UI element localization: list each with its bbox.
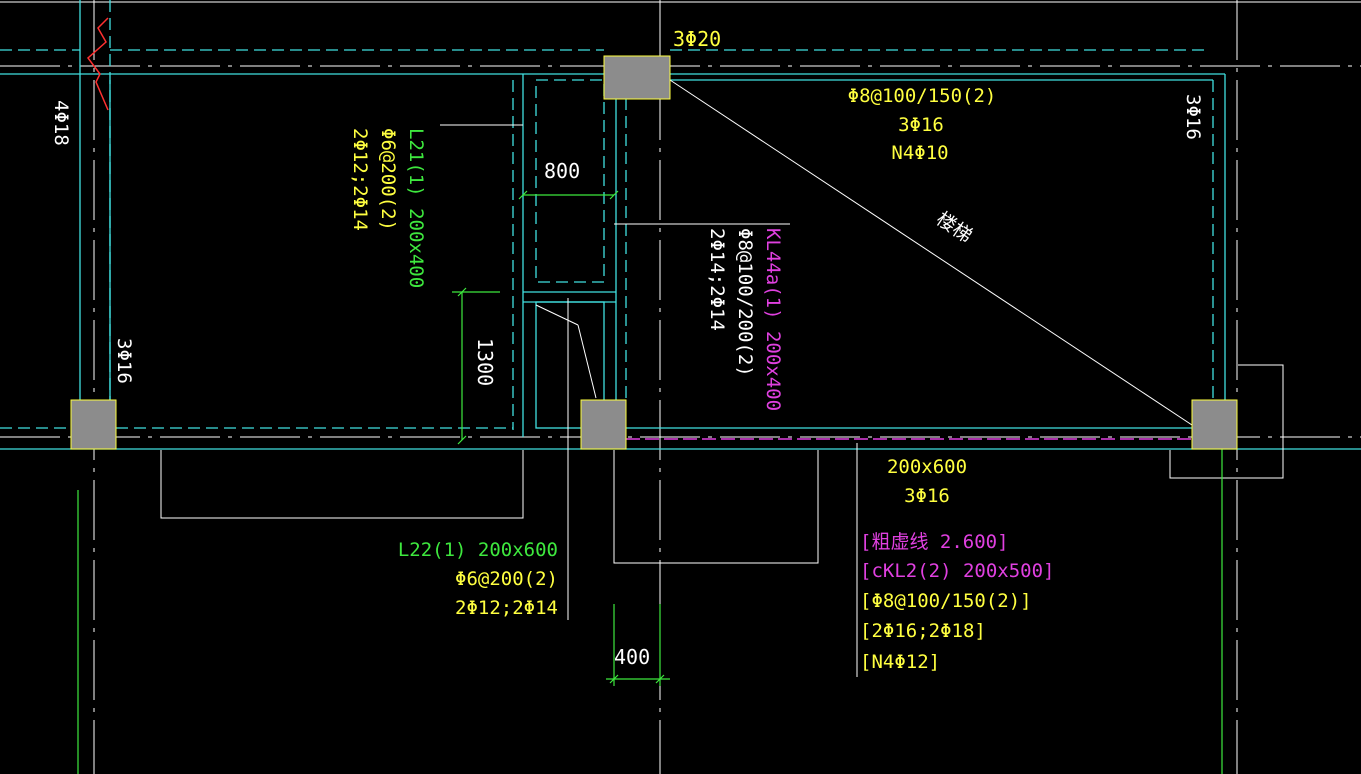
cKL2-line4: [2Φ16;2Φ18]	[860, 620, 986, 642]
L21-name: L21(1) 200x400	[405, 128, 427, 288]
break-line	[86, 17, 109, 111]
L21-stirrup: Φ6@200(2)	[377, 128, 399, 231]
slab-box-bottom-mid	[613, 450, 819, 564]
L22-stirrup: Φ6@200(2)	[455, 568, 558, 590]
cKL2-line3: [Φ8@100/150(2)]	[860, 590, 1032, 612]
top-right-stirrup: Φ8@100/150(2)	[848, 85, 997, 107]
column-bottom-left[interactable]	[70, 399, 117, 450]
opening-break-a	[535, 304, 579, 326]
slab-box-right	[1169, 364, 1284, 479]
label-right-3phi16: 3Φ16	[1182, 94, 1204, 140]
column-bottom-right[interactable]	[1191, 399, 1238, 450]
KL44a-stirrup: Φ8@100/200(2)	[734, 228, 756, 377]
beam-200x600: 200x600	[887, 456, 967, 478]
dimension-lines	[77, 190, 1223, 774]
opening-box-upper	[535, 79, 605, 283]
top-right-n4phi10: N4Φ10	[891, 142, 948, 164]
dim-1300-tick-t	[457, 287, 467, 297]
L22-rebar: 2Φ12;2Φ14	[455, 597, 558, 619]
L21-rebar: 2Φ12;2Φ14	[349, 128, 371, 231]
label-left-3phi16: 3Φ16	[113, 338, 135, 384]
KL44a-rebar: 2Φ14;2Φ14	[706, 228, 728, 331]
columns	[70, 55, 1238, 450]
stair-diagonal	[669, 79, 1196, 428]
label-3phi20: 3Φ20	[673, 27, 721, 51]
dim-400-tick-l	[609, 674, 619, 684]
dim-1300-text: 1300	[473, 338, 497, 386]
cKL2-line5: [N4Φ12]	[860, 651, 940, 673]
dim-800-text: 800	[544, 159, 580, 183]
label-4phi18: 4Φ18	[50, 100, 72, 146]
cKL2-line1: [粗虚线 2.600]	[860, 531, 1009, 553]
stair-lines	[160, 79, 1284, 677]
KL44a-name: KL44a(1) 200x400	[762, 228, 784, 411]
dim-800-tick-r	[609, 190, 619, 200]
top-right-3phi16: 3Φ16	[898, 114, 944, 136]
annotation-KL44a: KL44a(1) 200x400 Φ8@100/200(2) 2Φ14;2Φ14	[706, 228, 784, 411]
cKL2-line2: [cKL2(2) 200x500]	[860, 560, 1054, 582]
beam-outlines	[0, 0, 1361, 450]
column-top-center[interactable]	[603, 55, 671, 100]
dim-400-tick-r	[655, 674, 665, 684]
dim-1300-tick-b	[457, 435, 467, 445]
slab-box-bottom-left	[160, 450, 524, 519]
column-bottom-center[interactable]	[580, 399, 627, 450]
dim-400-text: 400	[614, 645, 650, 669]
L22-name: L22(1) 200x600	[398, 539, 558, 561]
dim-800-tick-l	[518, 190, 528, 200]
opening-break-b	[577, 324, 597, 399]
annotation-L21: L21(1) 200x400 Φ6@200(2) 2Φ12;2Φ14	[349, 128, 427, 288]
beam-200x600-rebar: 3Φ16	[904, 485, 950, 507]
